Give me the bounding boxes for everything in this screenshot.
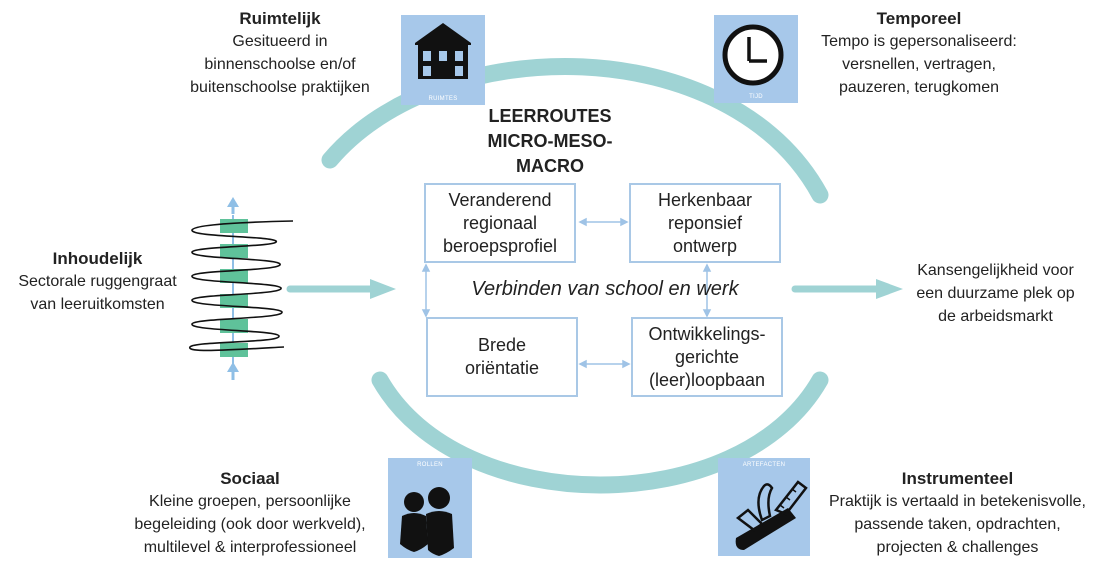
outcome-line-1: Kansengelijkheid voor [917,262,1074,279]
house-icon [415,23,471,79]
box-label: Herkenbaar reponsief ontwerp [657,189,753,256]
connector-top-horizontal [578,217,629,227]
connector-right-vertical [702,263,712,318]
temporeel-line-1: Tempo is gepersonaliseerd: [821,33,1017,50]
instrumenteel-line-2: passende taken, opdrachten, [854,516,1061,533]
rollen-tile: ROLLEN [388,458,472,558]
artefacten-tile: ARTEFACTEN [718,458,810,556]
temporeel-line-3: pauzeren, terugkomen [838,79,1000,96]
ruimtelijk-line-2: binnenschoolse en/of [204,56,356,73]
ruimtelijk-line-1: Gesitueerd in [232,33,328,50]
bottom-arc [371,371,829,494]
diagram-title: LEERROUTES MICRO-MESO-MACRO [465,104,635,179]
connector-left-vertical [421,263,431,318]
sociaal-line-1: Kleine groepen, persoonlijke [149,493,351,510]
box-herkenbaar-ontwerp: Herkenbaar reponsief ontwerp [629,183,781,263]
top-arc [321,58,829,204]
artefacten-tile-label: ARTEFACTEN [742,462,786,468]
title-line-1: LEERROUTES [488,106,612,126]
multitool-icon [735,480,808,550]
box-label: Brede oriëntatie [464,335,540,378]
ruimtes-tile-label: RUIMTES [428,96,458,102]
inhoudelijk-line-1: Sectorale ruggengraat [18,273,177,290]
outcome-line-3: de arbeidsmarkt [938,308,1053,325]
backbone-icon [189,197,294,380]
box-label: Veranderend regionaal beroepsprofiel [442,189,558,256]
instrumenteel-line-1: Praktijk is vertaald in betekenisvolle, [828,493,1086,510]
sociaal-line-3: multilevel & interprofessioneel [143,539,357,556]
instrumenteel-heading: Instrumenteel [901,469,1014,488]
sociaal-line-2: begeleiding (ook door werkveld), [134,516,366,533]
sociaal-heading: Sociaal [220,469,280,488]
inhoudelijk-block: Inhoudelijk Sectorale ruggengraat van le… [0,248,195,316]
box-ontwikkelingsgerichte-loopbaan: Ontwikkelings- gerichte (leer)loopbaan [631,317,783,397]
temporeel-block: Temporeel Tempo is gepersonaliseerd: ver… [799,8,1039,99]
instrumenteel-block: Instrumenteel Praktijk is vertaald in be… [815,468,1100,559]
temporeel-heading: Temporeel [876,9,962,28]
ruimtes-tile: RUIMTES [401,15,485,105]
rollen-tile-label: ROLLEN [417,462,443,468]
ruimtelijk-heading: Ruimtelijk [239,9,321,28]
ruimtelijk-line-3: buitenschoolse praktijken [190,79,370,96]
connector-bottom-horizontal [578,359,631,369]
ruimtelijk-block: Ruimtelijk Gesitueerd in binnenschoolse … [165,8,395,99]
box-veranderend-beroepsprofiel: Veranderend regionaal beroepsprofiel [424,183,576,263]
box-label: Ontwikkelings- gerichte (leer)loopbaan [648,323,766,390]
outcome-block: Kansengelijkheid voor een duurzame plek … [893,259,1098,328]
outcome-line-2: een duurzame plek op [916,285,1075,302]
center-caption: Verbinden van school en werk [471,278,739,300]
title-line-2: MICRO-MESO-MACRO [487,131,613,176]
inhoudelijk-line-2: van leeruitkomsten [30,296,165,313]
left-flow-arrow [286,279,396,299]
people-icon [400,487,454,556]
temporeel-line-2: versnellen, vertragen, [842,56,996,73]
clock-icon [722,24,784,86]
right-flow-arrow [791,279,903,299]
tijd-tile: TIJD [714,15,798,103]
instrumenteel-line-3: projecten & challenges [876,539,1039,556]
box-brede-orientatie: Brede oriëntatie [426,317,578,397]
sociaal-block: Sociaal Kleine groepen, persoonlijke beg… [125,468,375,559]
inhoudelijk-heading: Inhoudelijk [52,249,143,268]
tijd-tile-label: TIJD [749,94,763,100]
